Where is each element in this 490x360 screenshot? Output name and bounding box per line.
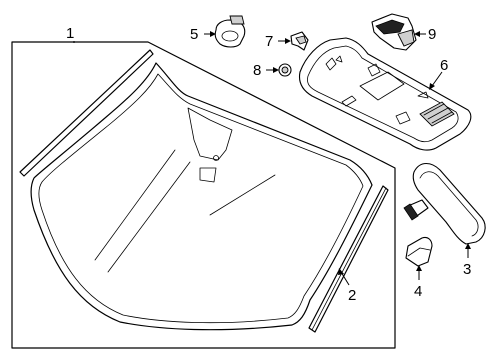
rain-sensor-part xyxy=(214,19,246,48)
arrow-2 xyxy=(338,268,344,275)
callout-8: 8 xyxy=(253,62,261,79)
console-right-detail xyxy=(395,91,429,125)
mirror-mount-pad xyxy=(199,167,217,183)
callout-5: 5 xyxy=(190,26,198,43)
arrow-9 xyxy=(414,31,420,37)
console-clip-left xyxy=(325,55,343,71)
console-switch xyxy=(367,63,381,77)
arrow-3 xyxy=(465,243,471,249)
clip-detail xyxy=(295,35,307,45)
mirror-cover-edge xyxy=(407,247,431,257)
side-molding-edge xyxy=(311,187,387,331)
arrow-5 xyxy=(210,31,216,37)
console-grille-lines xyxy=(423,103,453,124)
windshield-glass xyxy=(30,62,373,331)
callout-3: 3 xyxy=(463,261,471,278)
rearview-mirror-part xyxy=(412,162,486,245)
sensor-dot xyxy=(213,155,219,161)
leader-6 xyxy=(431,71,443,87)
plug-center xyxy=(281,66,289,74)
rain-sensor-top xyxy=(229,15,245,25)
callout-1: 1 xyxy=(66,25,74,42)
windshield-inner-edge xyxy=(38,73,364,324)
arrow-7 xyxy=(285,38,291,44)
rain-sensor-lens xyxy=(221,30,239,42)
callout-9: 9 xyxy=(428,26,436,43)
upper-molding-strip xyxy=(19,49,154,177)
sensor-bracket-side xyxy=(397,29,415,47)
console-lamp-recess xyxy=(359,71,405,101)
console-strap xyxy=(341,95,357,107)
group-frame xyxy=(11,41,396,349)
side-molding-part xyxy=(308,185,389,333)
sensor-bracket-face xyxy=(375,19,405,35)
arrow-4 xyxy=(416,265,422,271)
callout-4: 4 xyxy=(414,283,422,300)
mirror-mount-area xyxy=(187,107,233,161)
mirror-stem-base xyxy=(403,203,419,221)
arrow-8 xyxy=(273,67,279,73)
arrow-6 xyxy=(429,83,435,90)
callout-2: 2 xyxy=(348,287,356,304)
overhead-console-part xyxy=(298,37,472,151)
console-inner-rim xyxy=(307,45,459,143)
glass-reflection xyxy=(94,149,276,273)
callout-7: 7 xyxy=(265,33,273,50)
callout-6: 6 xyxy=(440,57,448,74)
mirror-glass-edge xyxy=(419,171,479,237)
mirror-cover-part xyxy=(405,236,433,267)
